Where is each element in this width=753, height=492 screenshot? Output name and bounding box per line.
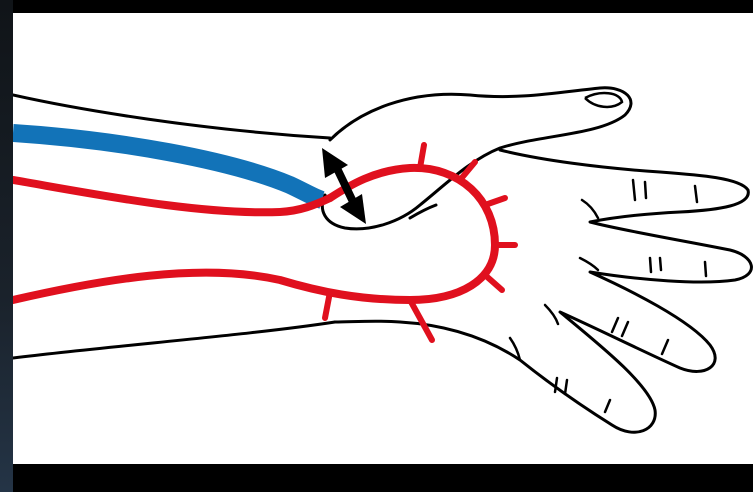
hand-illustration xyxy=(13,86,753,434)
thumb-crease-line xyxy=(408,203,438,220)
illustration-canvas xyxy=(13,13,753,464)
vein xyxy=(13,124,325,209)
artery-palmar-arch xyxy=(13,163,499,304)
left-bezel xyxy=(0,0,13,492)
artery-upper xyxy=(13,176,334,217)
forearm-top-outline xyxy=(13,93,332,140)
thumb-outline xyxy=(320,86,633,231)
finger-crease-marks xyxy=(508,178,708,414)
thumbnail-outline xyxy=(584,91,624,109)
double-headed-arrow-icon xyxy=(322,148,366,224)
arterial-branches xyxy=(322,142,518,343)
palm-and-fingers-outline xyxy=(333,148,753,434)
forearm-bottom-outline xyxy=(13,320,337,360)
